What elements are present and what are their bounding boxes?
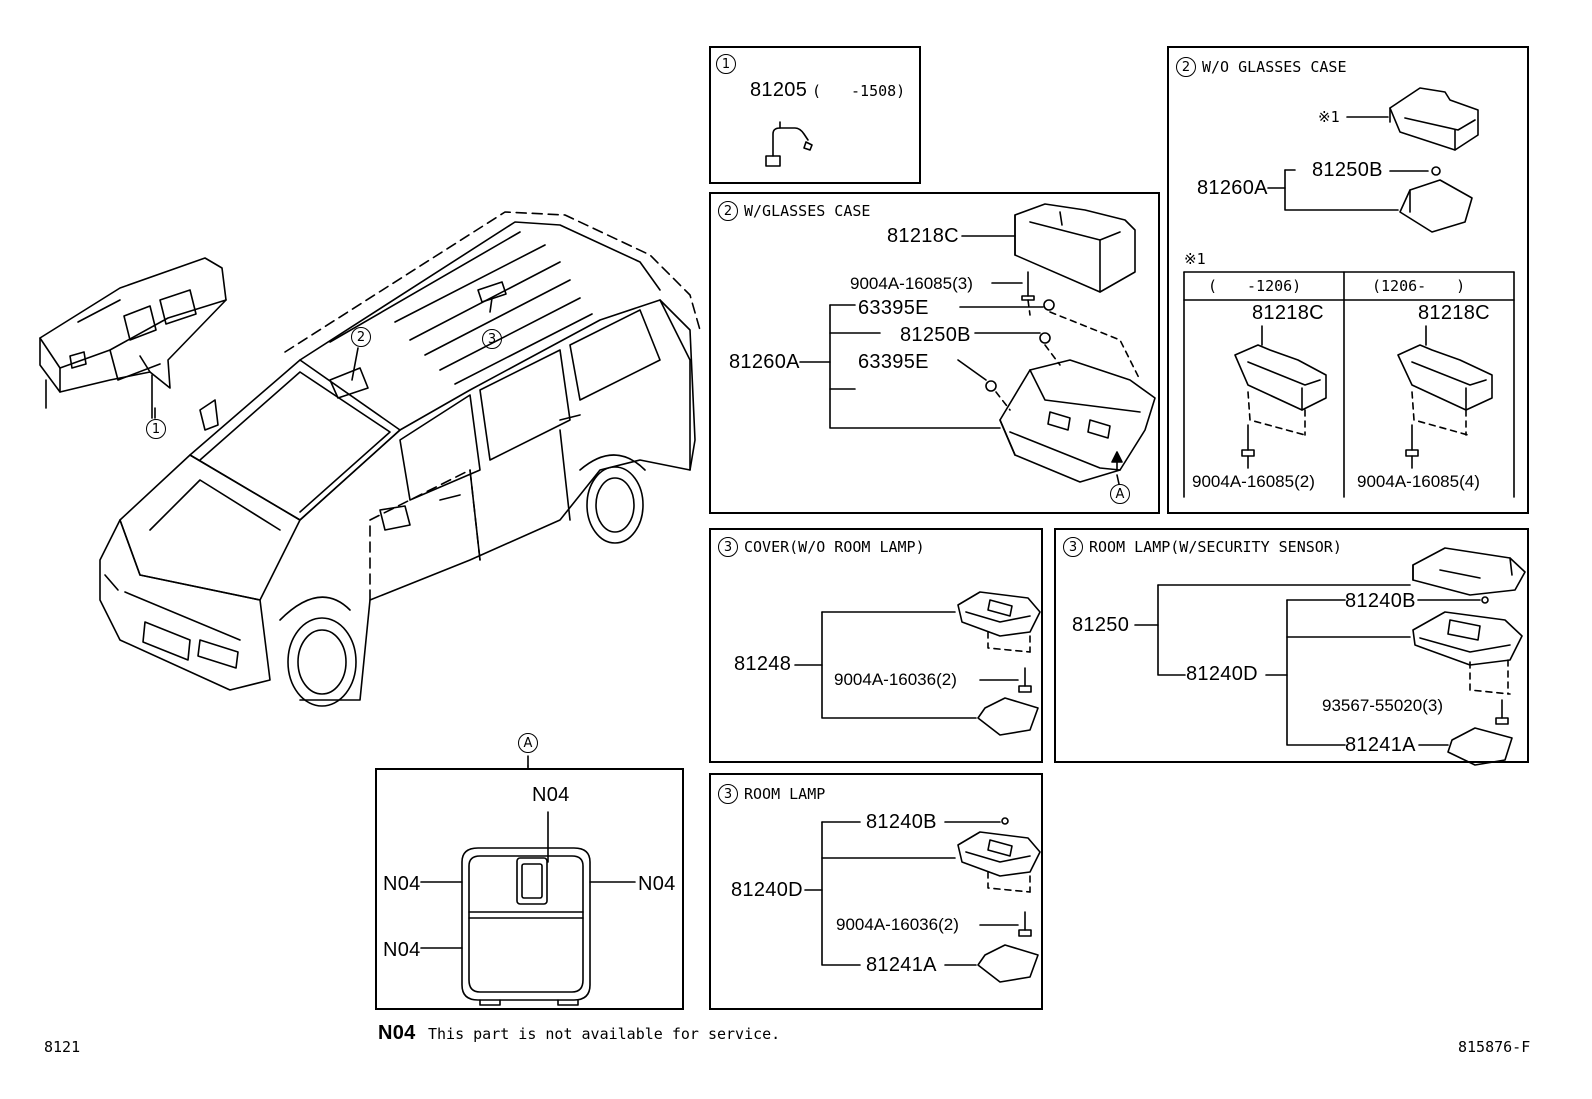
box-2-marker: 2 (718, 201, 738, 221)
part-63395E-a: 63395E (858, 297, 929, 319)
box-3-cover (709, 528, 1043, 763)
lamp-front-view (420, 755, 636, 1006)
room-lamp-parts (804, 817, 1041, 983)
box-3-cover-header: 3 COVER(W/O ROOM LAMP) (718, 537, 925, 557)
wire-harness-81205 (765, 121, 813, 167)
wo-glasses-case-parts (1183, 87, 1515, 498)
callout-2: 2 (351, 327, 371, 347)
box-3-room-lamp (709, 773, 1043, 1010)
box-3-cover-title: COVER(W/O ROOM LAMP) (744, 537, 925, 556)
part-81240B-sec: 81240B (1345, 590, 1416, 612)
footer-note: This part is not available for service. (428, 1025, 781, 1043)
label-n04-top: N04 (532, 784, 570, 806)
part-9004A-16085-4: 9004A-16085(4) (1357, 472, 1480, 491)
note-1-mark: ※1 (1318, 108, 1340, 126)
part-81218C-right: 81218C (1418, 302, 1490, 324)
part-9004A-16085-3: 9004A-16085(3) (850, 274, 973, 293)
glasses-case-parts (799, 203, 1156, 485)
part-81248: 81248 (734, 653, 792, 675)
box-2-wo-glasses-case (1167, 46, 1529, 514)
part-81240B-room: 81240B (866, 811, 937, 833)
part-81205: 81205 (750, 79, 808, 101)
part-81250: 81250 (1072, 614, 1130, 636)
vehicle-illustration (99, 211, 701, 707)
label-n04-right: N04 (638, 873, 676, 895)
part-81241A-sec: 81241A (1345, 734, 1416, 756)
part-81205-range: ( -1508) (812, 82, 906, 100)
part-9004A-16036-room: 9004A-16036(2) (836, 915, 959, 934)
security-lamp-parts (1134, 547, 1526, 766)
part-81260A: 81260A (729, 351, 800, 373)
part-81250B-wo: 81250B (1312, 159, 1383, 181)
box-3-room-title: ROOM LAMP (744, 784, 826, 803)
box-1-marker: 1 (716, 54, 736, 74)
box-3-room-marker: 3 (718, 784, 738, 804)
part-9004A-16085-2: 9004A-16085(2) (1192, 472, 1315, 491)
part-81260A-wo: 81260A (1197, 177, 1268, 199)
part-63395E-b: 63395E (858, 351, 929, 373)
part-81240D-room: 81240D (731, 879, 803, 901)
part-81240D-sec: 81240D (1186, 663, 1258, 685)
dashboard-illustration (39, 257, 227, 419)
label-n04-bottom: N04 (383, 939, 421, 961)
box-3-security-marker: 3 (1063, 537, 1083, 557)
box-2wo-header: 2 W/O GLASSES CASE (1176, 57, 1347, 77)
box-3-room-header: 3 ROOM LAMP (718, 784, 825, 804)
part-9004A-16036-cover: 9004A-16036(2) (834, 670, 957, 689)
part-93567-55020: 93567-55020(3) (1322, 696, 1443, 715)
footer-n04-code: N04 (378, 1022, 416, 1044)
col-before-1206: ( -1206) (1208, 277, 1302, 295)
callout-3: 3 (482, 329, 502, 349)
callout-A: A (518, 733, 538, 753)
box-1 (709, 46, 921, 184)
part-81218C: 81218C (887, 225, 959, 247)
part-81250B: 81250B (900, 324, 971, 346)
page-id-right: 815876-F (1458, 1038, 1531, 1056)
box-3-security (1054, 528, 1529, 763)
page-id-left: 8121 (44, 1038, 81, 1056)
label-n04-left: N04 (383, 873, 421, 895)
part-81218C-left: 81218C (1252, 302, 1324, 324)
box-3-cover-marker: 3 (718, 537, 738, 557)
cover-parts (794, 591, 1041, 736)
box-3-security-title: ROOM LAMP(W/SECURITY SENSOR) (1089, 537, 1342, 556)
part-81241A-room: 81241A (866, 954, 937, 976)
detail-box-A (375, 768, 684, 1010)
ref-A-marker: A (1110, 484, 1130, 504)
callout-1: 1 (146, 419, 166, 439)
note-1-table-mark: ※1 (1184, 250, 1206, 268)
box-3-security-header: 3 ROOM LAMP(W/SECURITY SENSOR) (1063, 537, 1342, 557)
box-2wo-marker: 2 (1176, 57, 1196, 77)
box-2wo-title: W/O GLASSES CASE (1202, 57, 1347, 76)
col-after-1206: (1206- ) (1372, 277, 1466, 295)
box-2-title: W/GLASSES CASE (744, 201, 871, 220)
box-2-glasses-case (709, 192, 1160, 514)
box-2-header: 2 W/GLASSES CASE (718, 201, 870, 221)
